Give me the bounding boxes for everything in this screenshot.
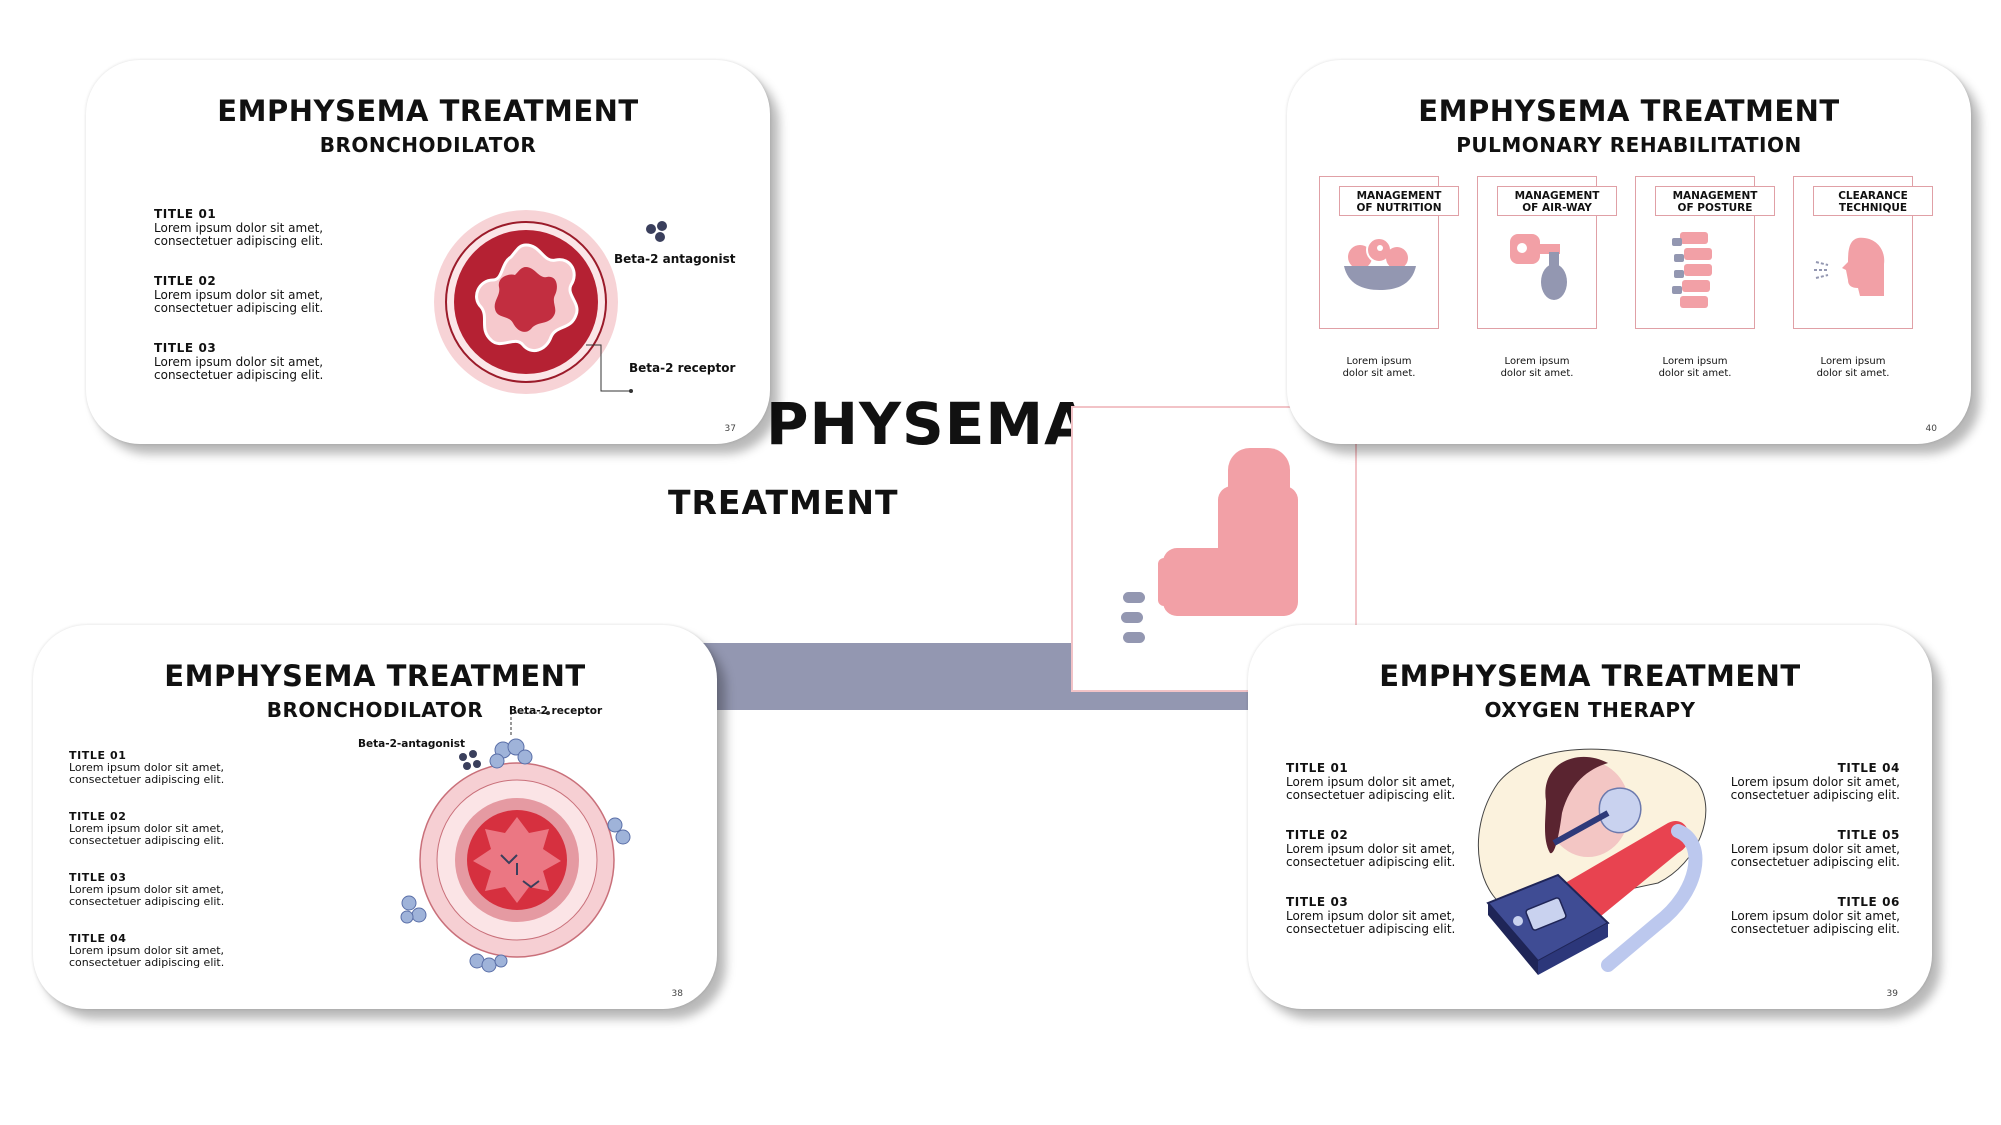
column-heading: MANAGEMENT OF NUTRITION	[1339, 186, 1459, 216]
column-caption: Lorem ipsum dolor sit amet.	[1342, 356, 1416, 379]
slide-thumbnail-38[interactable]: EMPHYSEMA TREATMENT BRONCHODILATOR TITLE…	[33, 625, 717, 1009]
column-caption: Lorem ipsum dolor sit amet.	[1658, 356, 1732, 379]
slide-title: EMPHYSEMA TREATMENT	[1418, 94, 1840, 128]
column-heading: MANAGEMENT OF POSTURE	[1655, 186, 1775, 216]
airway-cross-section-illustration	[434, 210, 667, 394]
column-caption: Lorem ipsum dolor sit amet.	[1500, 356, 1574, 379]
label-beta2-receptor: Beta-2 receptor	[629, 361, 736, 375]
label-beta2-receptor: Beta-2 receptor	[509, 705, 603, 717]
column-heading: MANAGEMENT OF AIR-WAY	[1497, 186, 1617, 216]
oxygen-therapy-illustration	[1477, 748, 1707, 975]
background-subtitle: TREATMENT	[668, 483, 899, 522]
label-beta2-antagonist: Beta-2 antagonist	[614, 252, 736, 266]
column-caption: Lorem ipsum dolor sit amet.	[1816, 356, 1890, 379]
slide-thumbnail-39[interactable]: EMPHYSEMA TREATMENT OXYGEN THERAPY TITLE…	[1248, 625, 1932, 1009]
airway-cross-section-illustration	[400, 711, 631, 973]
spine-icon	[1672, 232, 1712, 308]
label-beta2-antagonist: Beta-2-antagonist	[358, 738, 465, 750]
rehab-column: MANAGEMENT OF POSTURE	[1635, 176, 1775, 329]
slide-subtitle: BRONCHODILATOR	[319, 133, 537, 157]
rehab-column: MANAGEMENT OF AIR-WAY	[1477, 176, 1617, 329]
page-number: 38	[671, 989, 683, 999]
background-title: PHYSEMA	[765, 390, 1090, 458]
slide-title: EMPHYSEMA TREATMENT	[164, 659, 586, 693]
page-number: 37	[724, 424, 736, 434]
slide-thumbnail-37[interactable]: EMPHYSEMA TREATMENT BRONCHODILATOR TITLE…	[86, 60, 770, 444]
slide-thumbnail-40[interactable]: EMPHYSEMA TREATMENT PULMONARY REHABILITA…	[1287, 60, 1971, 444]
inhaler-icon	[1510, 234, 1567, 300]
page-number: 40	[1925, 424, 1937, 434]
cough-head-icon	[1814, 237, 1885, 296]
rehab-column: MANAGEMENT OF NUTRITION	[1319, 176, 1459, 329]
rehab-column: CLEARANCE TECHNIQUE	[1793, 176, 1933, 329]
slide-subtitle: OXYGEN THERAPY	[1484, 698, 1696, 722]
page-number: 39	[1886, 989, 1898, 999]
slide-title: EMPHYSEMA TREATMENT	[217, 94, 639, 128]
column-heading: CLEARANCE TECHNIQUE	[1813, 186, 1933, 216]
slide-subtitle: BRONCHODILATOR	[266, 698, 484, 722]
inhaler-icon	[1121, 448, 1298, 643]
food-bowl-icon	[1344, 237, 1416, 290]
slide-subtitle: PULMONARY REHABILITATION	[1456, 133, 1802, 157]
slide-title: EMPHYSEMA TREATMENT	[1379, 659, 1801, 693]
